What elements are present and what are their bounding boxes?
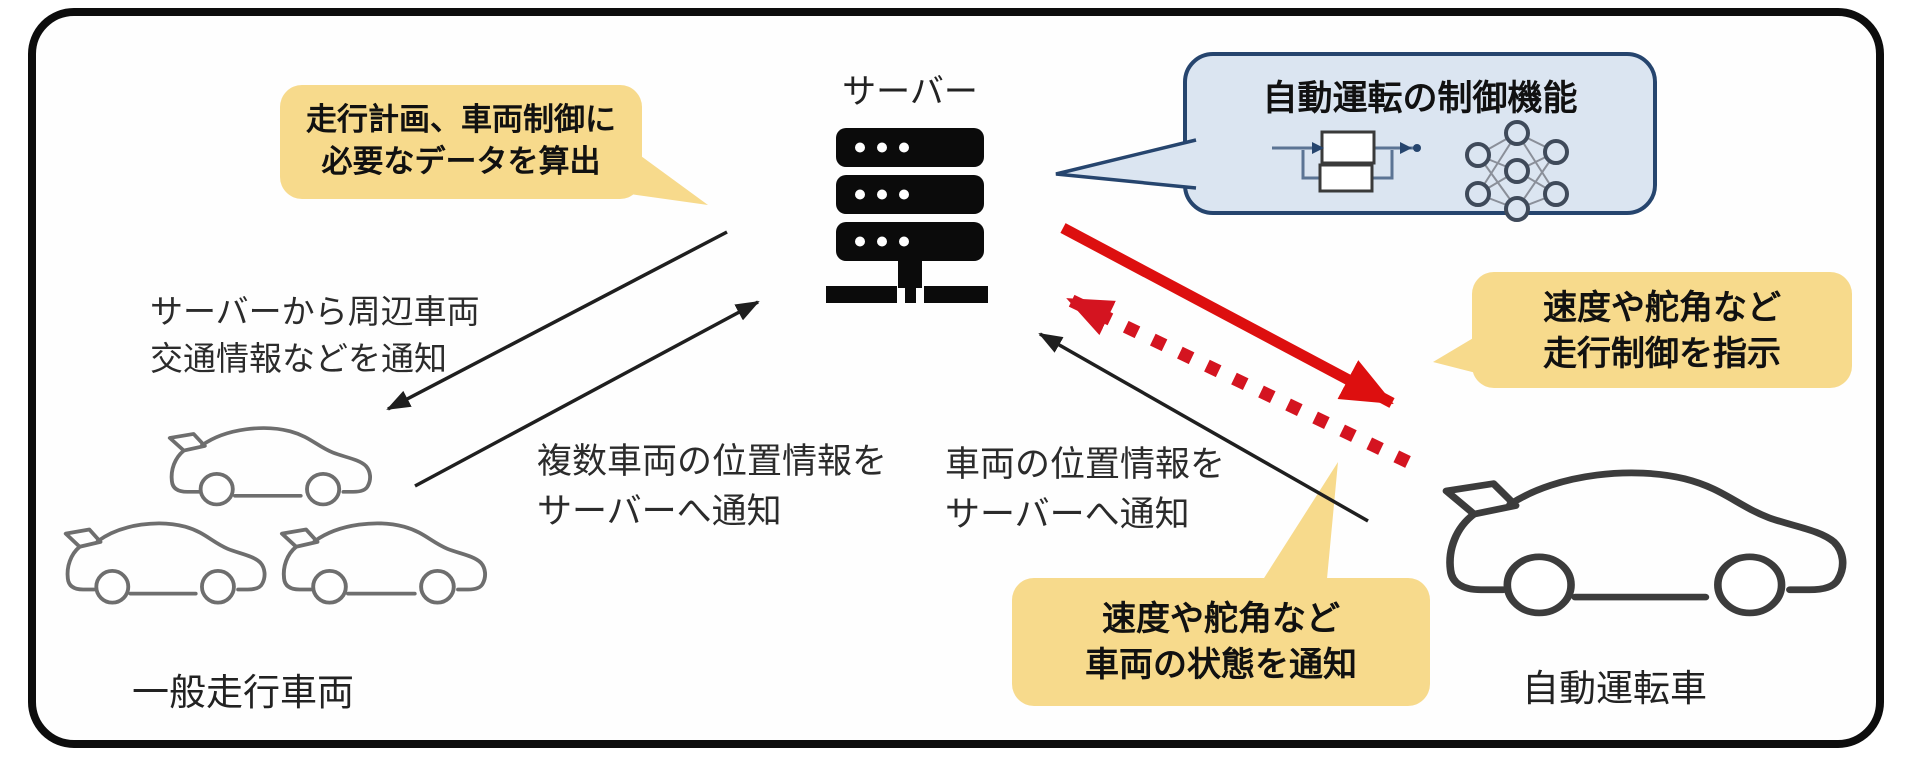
callout-vehicle-state: 速度や舵角など 車両の状態を通知	[1012, 578, 1430, 706]
callout-control-function: 自動運転の制御機能	[1183, 52, 1657, 215]
note-vehicle-position-line2: サーバーへ通知	[945, 495, 1190, 534]
note-multi-position-line2: サーバーへ通知	[537, 492, 782, 531]
note-vehicle-position: 車両の位置情報を サーバーへ通知	[945, 440, 1225, 540]
server-label: サーバー	[842, 73, 978, 111]
callout-command-line1: 速度や舵角など	[1543, 289, 1781, 327]
note-server-to-vehicles-line2: 交通情報などを通知	[150, 340, 447, 377]
label-autonomous-car: 自動運転車	[1522, 668, 1707, 709]
callout-state-line2: 車両の状態を通知	[1085, 646, 1357, 684]
label-general-vehicles: 一般走行車両	[132, 672, 354, 713]
callout-plan-line2: 必要なデータを算出	[321, 144, 601, 179]
callout-plan: 走行計画、車両制御に 必要なデータを算出	[280, 85, 642, 199]
callout-drive-command: 速度や舵角など 走行制御を指示	[1472, 272, 1852, 388]
callout-plan-line1: 走行計画、車両制御に	[306, 102, 616, 137]
note-vehicle-position-line1: 車両の位置情報を	[945, 445, 1226, 484]
callout-command-line2: 走行制御を指示	[1543, 335, 1781, 373]
note-server-to-vehicles: サーバーから周辺車両 交通情報などを通知	[150, 288, 480, 382]
note-server-to-vehicles-line1: サーバーから周辺車両	[150, 293, 480, 330]
note-multi-vehicle-position: 複数車両の位置情報を サーバーへ通知	[537, 437, 887, 537]
callout-control-title: 自動運転の制御機能	[1262, 79, 1578, 118]
callout-state-line1: 速度や舵角など	[1102, 600, 1340, 638]
note-multi-position-line1: 複数車両の位置情報を	[537, 442, 888, 481]
